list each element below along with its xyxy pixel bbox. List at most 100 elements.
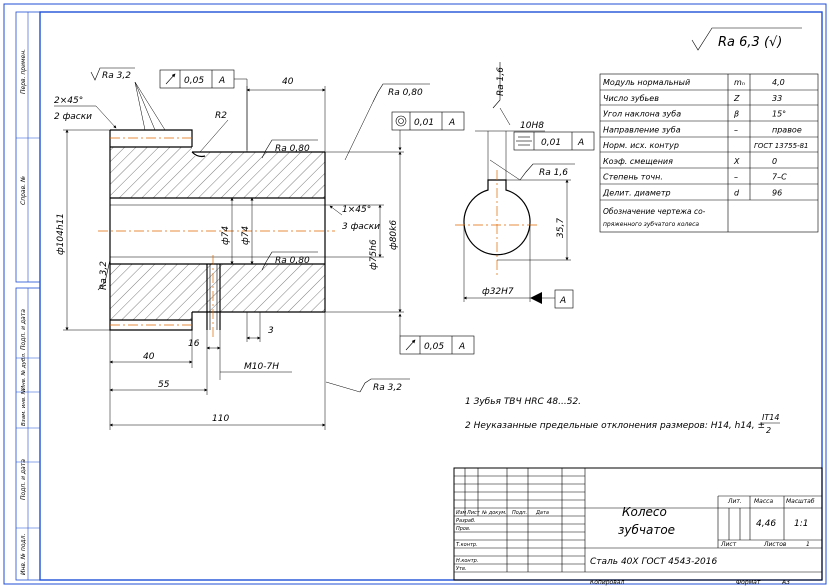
gear-section	[98, 129, 335, 338]
note-2: 2 Неуказанные предельные отклонения разм…	[465, 421, 765, 431]
param-value: правое	[772, 125, 802, 134]
svg-text:A: A	[577, 138, 584, 148]
svg-text:0,05: 0,05	[184, 76, 204, 86]
param-name: Число зубьев	[603, 94, 659, 103]
dim-16: 16	[188, 339, 200, 349]
dim-80: ф80k6	[389, 220, 399, 250]
general-roughness: Ra 6,3 (√)	[691, 27, 802, 51]
dim-keyway: 10H8	[520, 121, 544, 131]
svg-text:0,01: 0,01	[414, 118, 434, 128]
dim-chamfer: 2×45°	[54, 96, 83, 106]
svg-text:A3: A3	[781, 579, 790, 586]
scale-value: 1:1	[794, 519, 808, 529]
tolerance-runout-top: 0,05 A	[159, 69, 248, 150]
param-value: ГОСТ 13755-81	[754, 142, 809, 150]
param-value: 4,0	[772, 78, 785, 87]
param-symbol: d	[734, 188, 740, 197]
svg-text:Копировал: Копировал	[590, 579, 624, 586]
svg-text:Подп.: Подп.	[512, 510, 527, 516]
svg-text:A: A	[458, 342, 465, 352]
roughness-mark-3: Ra 0,80	[275, 144, 310, 154]
param-name: Направление зуба	[603, 125, 681, 134]
svg-text:Лит.: Лит.	[727, 498, 742, 505]
roughness-mark-2: Ra 0,80	[388, 88, 423, 98]
dim-74-b: ф74	[241, 226, 251, 245]
dim-thread: M10-7H	[244, 362, 279, 372]
stamp-label-3: Подп. и дата	[20, 309, 27, 350]
svg-text:№ докум.: № докум.	[481, 510, 507, 516]
dim-75: ф75h6	[369, 239, 379, 270]
stamp-label-5: Взам. инв. №	[21, 388, 27, 426]
svg-text:Утв.: Утв.	[456, 566, 467, 572]
general-roughness-text: Ra 6,3 (√)	[718, 35, 782, 50]
svg-text:0,01: 0,01	[541, 138, 561, 148]
mating-note-1: Обозначение чертежа со-	[603, 207, 706, 216]
side-stamps: Перв. примен. Справ. № Подп. и дата Инв.…	[15, 11, 41, 581]
dim-chamfer-note: 2 фаски	[54, 112, 92, 122]
svg-text:0,05: 0,05	[424, 342, 444, 352]
svg-text:Н.контр.: Н.контр.	[456, 558, 478, 564]
svg-text:Масса: Масса	[754, 498, 773, 505]
note-2-denominator: 2	[766, 426, 771, 435]
title-block: Изм Лист № докум. Подп. Дата Разраб. Про…	[453, 467, 823, 586]
svg-text:Лист: Лист	[466, 510, 481, 516]
svg-text:Пров.: Пров.	[456, 526, 471, 532]
param-name: Модуль нормальный	[603, 78, 690, 87]
param-symbol: β	[733, 110, 739, 119]
svg-text:Лист: Лист	[720, 541, 737, 548]
param-value: 0	[772, 157, 777, 166]
param-value: 33	[772, 94, 782, 103]
note-2-numerator: IT14	[762, 413, 779, 422]
dim-74-a: ф74	[221, 226, 231, 245]
dim-chamfer2-note: 3 фаски	[342, 222, 380, 232]
bore-section-view: 35,7 10H8 ф32H7 A 0,01 A	[455, 121, 595, 309]
stamp-label-4: Инв. № дубл.	[21, 352, 27, 390]
svg-text:Дата: Дата	[535, 510, 549, 516]
mating-note-2: пряженного зубчатого колеса	[603, 221, 699, 228]
svg-text:A: A	[448, 118, 455, 128]
svg-text:Разраб.: Разраб.	[456, 518, 476, 524]
stamp-label-7: Инв. № подл.	[20, 534, 27, 575]
stamp-label-6: Подп. и дата	[20, 459, 27, 500]
param-symbol: mₙ	[734, 78, 745, 87]
svg-text:1: 1	[806, 541, 810, 548]
part-name-line2: зубчатое	[618, 523, 675, 537]
dim-3: 3	[268, 326, 274, 336]
param-name: Норм. исх. контур	[603, 141, 679, 150]
svg-text:A: A	[218, 76, 225, 86]
svg-text:Формат: Формат	[736, 579, 761, 586]
dim-55: 55	[158, 380, 170, 390]
svg-text:Изм: Изм	[456, 510, 466, 516]
dim-40-bottom: 40	[143, 352, 155, 362]
dim-110: 110	[212, 414, 229, 424]
note-1: 1 Зубья ТВЧ HRC 48...52.	[465, 397, 581, 407]
dim-chamfer2: 1×45°	[342, 205, 371, 215]
svg-text:Листов: Листов	[763, 541, 787, 548]
param-value: 7–C	[772, 173, 787, 182]
param-name: Делит. диаметр	[602, 188, 671, 197]
param-symbol: X	[733, 157, 740, 166]
param-symbol: Z	[733, 94, 740, 103]
svg-text:Т.контр.: Т.контр.	[456, 542, 478, 548]
mass-value: 4,46	[756, 519, 776, 529]
roughness-mark-7: Ra 1,6	[539, 168, 568, 178]
roughness-mark-6: Ra 1,6	[496, 67, 506, 96]
param-value: 15°	[772, 110, 786, 119]
stamp-label-1: Перв. примен.	[20, 49, 27, 94]
param-name: Степень точн.	[603, 173, 663, 182]
param-name: Угол наклона зуба	[603, 110, 681, 119]
dim-40-top: 40	[282, 77, 294, 87]
param-symbol: –	[734, 125, 738, 134]
param-name: Коэф. смещения	[603, 157, 673, 166]
dim-104: ф104h11	[56, 213, 66, 255]
material: Сталь 40Х ГОСТ 4543-2016	[590, 557, 718, 567]
part-name-line1: Колесо	[622, 505, 667, 519]
roughness-mark-4: Ra 3,2	[99, 261, 109, 290]
param-value: 96	[772, 188, 782, 197]
roughness-mark-1: Ra 3,2	[102, 71, 131, 81]
datum-label: A	[559, 296, 566, 306]
stamp-label-2: Справ. №	[20, 176, 27, 205]
